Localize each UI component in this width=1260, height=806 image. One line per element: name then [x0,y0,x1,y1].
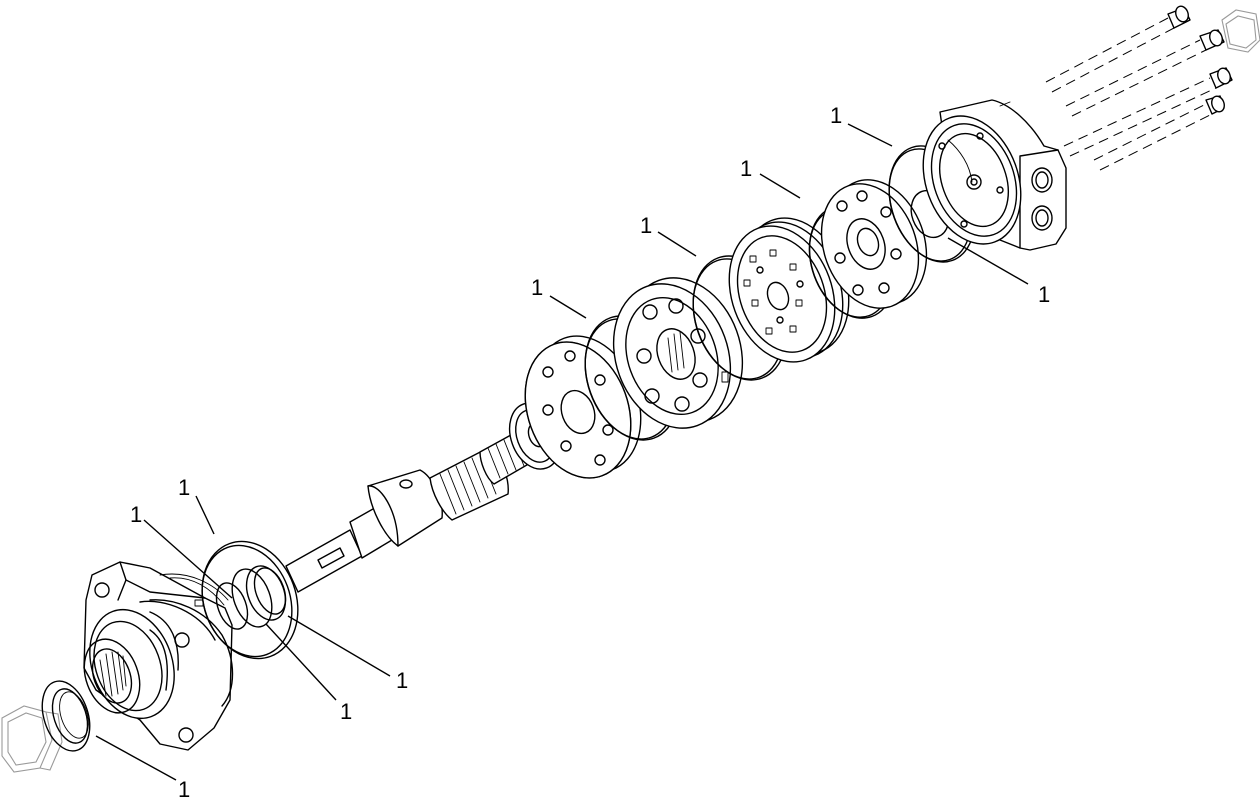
callout-label: 1 [740,156,752,181]
callout-label: 1 [1038,282,1050,307]
callout-label: 1 [640,213,652,238]
callout-label: 1 [531,275,543,300]
callout-label: 1 [830,103,842,128]
output-shaft [285,429,534,593]
callouts: 1 1 1 1 1 1 1 1 1 1 [130,103,1050,802]
mounting-flange [83,561,234,751]
nameplate [1221,9,1260,53]
geroset [612,277,744,429]
bolts [1045,5,1233,171]
bolt [1063,67,1233,157]
valve-housing [922,99,1067,251]
flange-seals [201,540,299,660]
callout-label: 1 [130,502,142,527]
bolt [1045,5,1191,93]
wear-plate [524,335,642,479]
callout-label: 1 [178,777,190,802]
bolt [1093,95,1225,171]
callout-label: 1 [396,668,408,693]
callout-label: 1 [178,475,190,500]
dust-seal [41,680,91,752]
callout-label: 1 [340,699,352,724]
leader-lines [95,123,1029,781]
hex-nut [1,705,63,773]
bolt [1065,29,1225,117]
valve-plate [820,179,928,309]
